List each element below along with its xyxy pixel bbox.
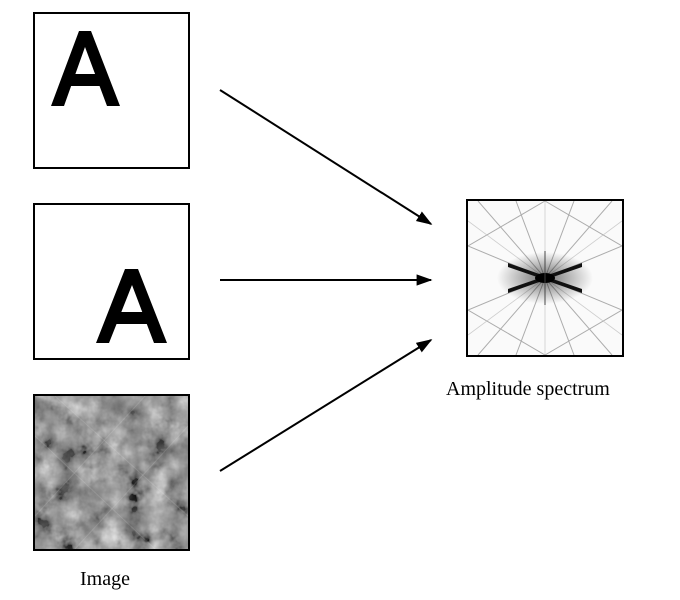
amplitude-spectrum-pattern: [468, 201, 622, 355]
letter-a-glyph-shifted: [96, 269, 167, 343]
arrow-bottom-to-spectrum: [219, 339, 433, 472]
amplitude-spectrum-image: [466, 199, 624, 357]
arrow-top-to-spectrum: [219, 89, 433, 225]
noise-texture-image: [33, 394, 190, 551]
letter-a-glyph-topleft: [51, 31, 120, 106]
letter-a-image-topleft: [33, 12, 190, 169]
image-caption: Image: [80, 568, 130, 590]
letter-a-image-shifted: [33, 203, 190, 360]
noise-texture: [35, 396, 188, 549]
spectrum-caption: Amplitude spectrum: [446, 378, 610, 400]
